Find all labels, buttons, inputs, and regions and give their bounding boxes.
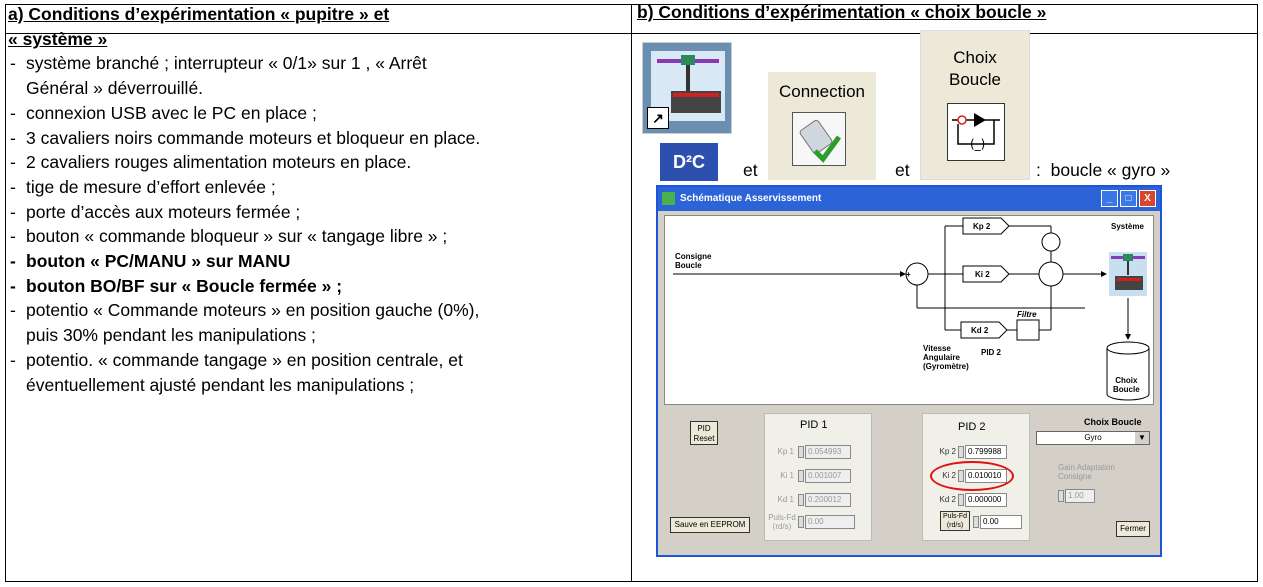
kp2-spinner[interactable] — [958, 446, 964, 458]
ki2-block: Ki 2 — [975, 270, 990, 279]
drone-diagram-icon — [657, 55, 721, 113]
gyro-loop-label: : boucle « gyro » — [1036, 160, 1171, 180]
kp2-block: Kp 2 — [973, 222, 991, 231]
plus-sign: + — [906, 270, 911, 279]
kp1-field[interactable]: 0.054993 — [805, 445, 851, 459]
drone-screen-icon — [651, 51, 725, 121]
list-item: potentio. « commande tangage » en positi… — [8, 348, 618, 397]
shortcut-arrow-icon: ↗ — [647, 107, 669, 129]
schematic-window: Schématique Asservissement _ □ X — [656, 185, 1162, 557]
maximize-button[interactable]: □ — [1120, 190, 1137, 207]
loop-diagram-icon: (_) — [947, 103, 1005, 161]
pulsfd2-field[interactable]: 0.00 — [980, 515, 1022, 529]
gain-spinner[interactable] — [1058, 490, 1064, 502]
fermer-button[interactable]: Fermer — [1116, 521, 1150, 537]
choix-boucle-title: Choix Boucle — [1084, 417, 1142, 427]
list-item: bouton « PC/MANU » sur MANU — [8, 249, 618, 274]
window-titlebar[interactable]: Schématique Asservissement _ □ X — [658, 187, 1160, 211]
pulsfd1-label: Puls-Fd(rd/s) — [768, 513, 796, 531]
kd1-field[interactable]: 0.200012 — [805, 493, 851, 507]
list-item: bouton « commande bloqueur » sur « tanga… — [8, 224, 618, 249]
pid2-schema-label: PID 2 — [981, 348, 1002, 357]
connection-label: Connection — [778, 82, 865, 101]
usb-plug-icon — [792, 112, 846, 166]
chevron-down-icon[interactable]: ▼ — [1135, 432, 1149, 444]
left-column: a) Conditions d’expérimentation « pupitr… — [8, 2, 618, 397]
close-button[interactable]: X — [1139, 190, 1156, 207]
left-heading-line2: « système » — [8, 28, 108, 49]
kd2-block: Kd 2 — [971, 326, 989, 335]
minus-sign: - — [914, 280, 917, 289]
left-heading-line1: a) Conditions d’expérimentation « pupitr… — [8, 4, 390, 24]
right-heading: b) Conditions d’expérimentation « choix … — [637, 2, 1047, 22]
pulsfd2-spinner[interactable] — [973, 516, 979, 528]
schematic-lines — [673, 217, 1150, 401]
ki1-spinner[interactable] — [798, 470, 804, 482]
ki1-label: Ki 1 — [780, 471, 794, 480]
kp2-label: Kp 2 — [939, 447, 956, 456]
et-word: et — [895, 160, 910, 180]
list-item: porte d’accès aux moteurs fermée ; — [8, 200, 618, 225]
pulsfd1-spinner[interactable] — [798, 516, 804, 528]
list-item: 3 cavaliers noirs commande moteurs et bl… — [8, 126, 618, 151]
gain-field[interactable]: 1.00 — [1065, 489, 1095, 503]
kd1-spinner[interactable] — [798, 494, 804, 506]
pid2-title: PID 2 — [958, 421, 986, 433]
document-table — [5, 4, 1258, 582]
d2c-shortcut-icon[interactable]: ↗ — [642, 42, 732, 134]
kp1-spinner[interactable] — [798, 446, 804, 458]
conditions-list: système branché ; interrupteur « 0/1» su… — [8, 51, 618, 397]
kd1-label: Kd 1 — [777, 495, 794, 504]
list-item: 2 cavaliers rouges alimentation moteurs … — [8, 150, 618, 175]
column-divider — [631, 5, 632, 581]
kp2-field[interactable]: 0.799988 — [965, 445, 1007, 459]
list-item: bouton BO/BF sur « Boucle fermée » ; — [8, 274, 618, 299]
svg-text:(_): (_) — [970, 137, 985, 151]
kp1-label: Kp 1 — [777, 447, 794, 456]
system-label: Système — [1111, 222, 1144, 231]
d2c-label: D²C — [660, 143, 718, 181]
list-item: système branché ; interrupteur « 0/1» su… — [8, 51, 618, 100]
sauve-eeprom-button[interactable]: Sauve en EEPROM — [670, 517, 750, 533]
pid1-title: PID 1 — [800, 419, 828, 431]
kd2-spinner[interactable] — [958, 494, 964, 506]
connection-button[interactable]: Connection — [768, 72, 876, 180]
list-item: connexion USB avec le PC en place ; — [8, 101, 618, 126]
et-word: et — [743, 160, 758, 180]
pulsfd2-label: Puls-Fd(rd/s) — [940, 511, 970, 531]
minimize-button[interactable]: _ — [1101, 190, 1118, 207]
filter-label: Filtre — [1017, 310, 1037, 319]
window-title: Schématique Asservissement — [680, 193, 822, 204]
app-icon — [662, 192, 675, 205]
choix-boucle-select[interactable]: Gyro ▼ — [1036, 431, 1150, 445]
kd2-label: Kd 2 — [939, 495, 956, 504]
list-item: tige de mesure d’effort enlevée ; — [8, 175, 618, 200]
kd2-field[interactable]: 0.000000 — [965, 493, 1007, 507]
pulsfd1-field[interactable]: 0.00 — [805, 515, 855, 529]
list-item: potentio « Commande moteurs » en positio… — [8, 298, 618, 347]
highlight-ellipse — [930, 461, 1014, 491]
ki1-field[interactable]: 0.001007 — [805, 469, 851, 483]
